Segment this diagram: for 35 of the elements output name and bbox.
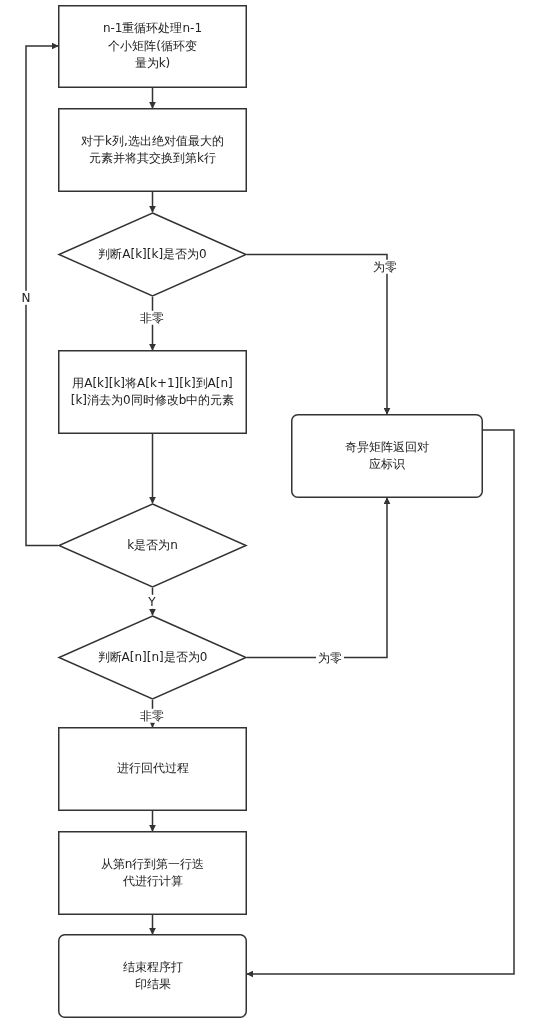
arrow <box>25 42 59 547</box>
decision-diamond <box>58 212 247 297</box>
arrow <box>149 914 156 935</box>
decision-diamond <box>58 615 247 700</box>
process-box <box>58 108 247 192</box>
edge-label: 非零 <box>138 708 166 724</box>
node-text: 结束程序打印结果 <box>121 958 184 993</box>
process-box <box>58 5 247 88</box>
arrow <box>246 429 515 978</box>
node-text: 进行回代过程 <box>115 760 190 778</box>
arrow <box>149 433 156 504</box>
edge-label: N <box>19 290 33 306</box>
node-text: 从第n行到第一行迭代进行计算 <box>99 855 206 890</box>
terminal-box <box>58 934 247 1018</box>
process-box <box>58 831 247 915</box>
arrow <box>149 810 156 832</box>
edge-label: 非零 <box>138 310 166 326</box>
terminal-box <box>291 414 483 498</box>
node-text: 判断A[n][n]是否为0 <box>96 648 209 666</box>
node-text: 判断A[k][k]是否为0 <box>97 245 208 263</box>
node-text: 用A[k][k]将A[k+1][k]到A[n][k]消去为0同时修改b中的元素 <box>69 374 236 409</box>
edge-label: 为零 <box>371 259 399 275</box>
arrow <box>246 253 391 415</box>
node-text: n-1重循环处理n-1个小矩阵(循环变量为k) <box>101 20 204 73</box>
node-text: 对于k列,选出绝对值最大的元素并将其交换到第k行 <box>80 132 225 167</box>
process-box <box>58 350 247 434</box>
arrow <box>149 87 156 109</box>
process-box <box>58 727 247 811</box>
node-text: 奇异矩阵返回对应标识 <box>344 438 430 473</box>
node-text: k是否为n <box>126 536 179 554</box>
arrow <box>149 191 156 213</box>
arrow <box>246 497 391 659</box>
decision-diamond <box>58 503 247 588</box>
edge-label: Y <box>146 594 158 610</box>
edge-label: 为零 <box>316 650 344 666</box>
